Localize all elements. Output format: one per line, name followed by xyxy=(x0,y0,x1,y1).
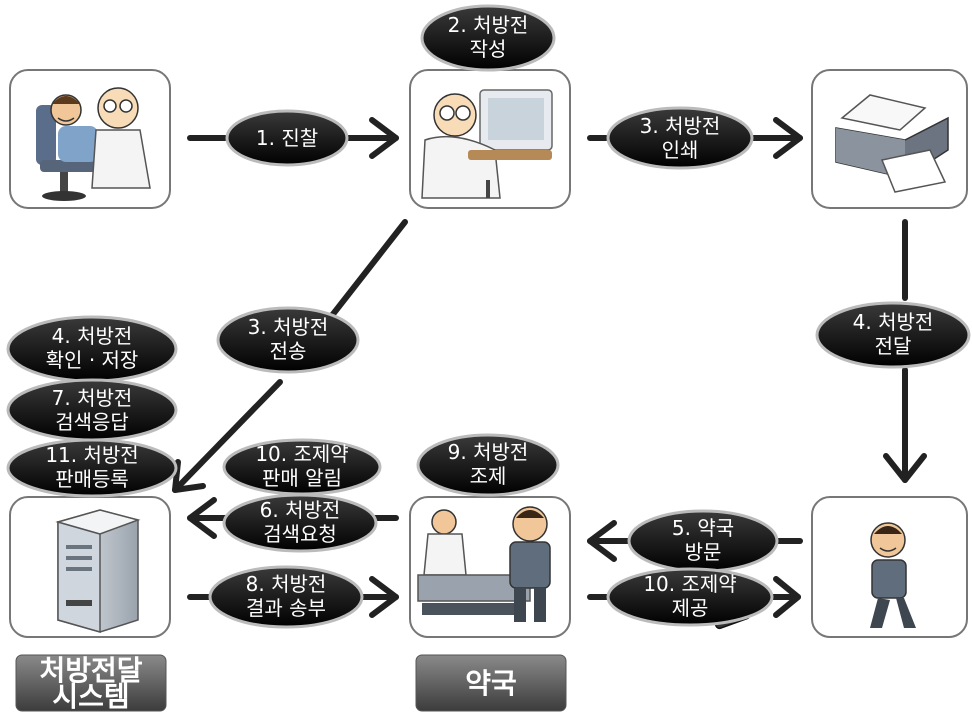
server-illustration xyxy=(55,509,141,633)
svg-text:1. 진찰: 1. 진찰 xyxy=(256,126,318,150)
svg-text:10. 조제약: 10. 조제약 xyxy=(643,572,736,596)
walking-patient-illustration xyxy=(870,522,916,628)
svg-text:전송: 전송 xyxy=(270,339,307,363)
step-5-visit-pill: 5. 약국 방문 xyxy=(627,509,779,573)
svg-text:결과 송부: 결과 송부 xyxy=(246,596,326,620)
svg-text:확인 · 저장: 확인 · 저장 xyxy=(46,348,139,372)
svg-text:6. 처방전: 6. 처방전 xyxy=(260,498,341,522)
svg-text:조제: 조제 xyxy=(470,464,507,488)
step-11-sale-register-pill: 11. 처방전 판매등록 xyxy=(6,438,178,498)
svg-text:3. 처방전: 3. 처방전 xyxy=(640,114,721,138)
arrow-diagnosis xyxy=(187,117,399,159)
step-4-deliver-pill: 4. 처방전 전달 xyxy=(815,301,971,369)
svg-text:4. 처방전: 4. 처방전 xyxy=(52,324,133,348)
doctor-writing-illustration xyxy=(421,89,553,199)
svg-text:4. 처방전: 4. 처방전 xyxy=(853,310,934,334)
svg-text:9. 처방전: 9. 처방전 xyxy=(448,440,529,464)
svg-text:10. 조제약: 10. 조제약 xyxy=(255,442,348,466)
arrow-result-send xyxy=(187,576,399,618)
step-8-result-send-pill: 8. 처방전 결과 송부 xyxy=(208,565,364,629)
step-10-provide-pill: 10. 조제약 제공 xyxy=(606,567,774,627)
step-10-sale-notice-pill: 10. 조제약 판매 알림 xyxy=(222,438,382,496)
svg-text:방문: 방문 xyxy=(685,540,722,564)
arrow-deliver-down xyxy=(883,219,927,483)
doctor-patient-illustration xyxy=(36,87,151,201)
step-7-search-response-pill: 7. 처방전 검색응답 xyxy=(6,378,178,442)
system-label: 처방전달 시스템 xyxy=(15,654,167,713)
svg-text:3. 처방전: 3. 처방전 xyxy=(248,315,329,339)
arrow-pharmacy-visit xyxy=(587,520,803,562)
svg-text:검색응답: 검색응답 xyxy=(55,410,129,434)
svg-text:약국: 약국 xyxy=(465,667,517,700)
svg-text:11. 처방전: 11. 처방전 xyxy=(45,443,138,467)
svg-text:처방전달: 처방전달 xyxy=(39,654,142,687)
svg-text:판매등록: 판매등록 xyxy=(55,467,129,491)
svg-text:7. 처방전: 7. 처방전 xyxy=(52,386,133,410)
svg-text:8. 처방전: 8. 처방전 xyxy=(246,572,327,596)
svg-text:인쇄: 인쇄 xyxy=(662,138,699,162)
step-3-transmit-pill: 3. 처방전 전송 xyxy=(216,306,360,374)
svg-text:2. 처방전: 2. 처방전 xyxy=(448,13,529,37)
step-3-print-pill: 3. 처방전 인쇄 xyxy=(606,106,754,170)
step-6-search-request-pill: 6. 처방전 검색요청 xyxy=(222,493,378,553)
svg-text:작성: 작성 xyxy=(470,37,507,61)
svg-text:판매 알림: 판매 알림 xyxy=(262,466,342,490)
svg-text:제공: 제공 xyxy=(672,596,709,620)
printer-illustration xyxy=(835,94,949,193)
step-9-compound-pill: 9. 처방전 조제 xyxy=(416,433,560,497)
step-1-diagnosis-pill: 1. 진찰 xyxy=(225,109,349,167)
pharmacy-label: 약국 xyxy=(415,654,567,712)
svg-text:전달: 전달 xyxy=(875,334,912,358)
step-2-write-pill: 2. 처방전 작성 xyxy=(420,4,556,72)
svg-text:검색요청: 검색요청 xyxy=(263,522,337,546)
arrow-print xyxy=(587,117,803,159)
svg-text:5. 약국: 5. 약국 xyxy=(672,516,734,540)
svg-text:시스템: 시스템 xyxy=(52,680,129,713)
pharmacy-counter-illustration xyxy=(417,506,551,622)
step-4-confirm-store-pill: 4. 처방전 확인 · 저장 xyxy=(6,315,178,383)
arrow-provide-drug xyxy=(587,576,801,618)
